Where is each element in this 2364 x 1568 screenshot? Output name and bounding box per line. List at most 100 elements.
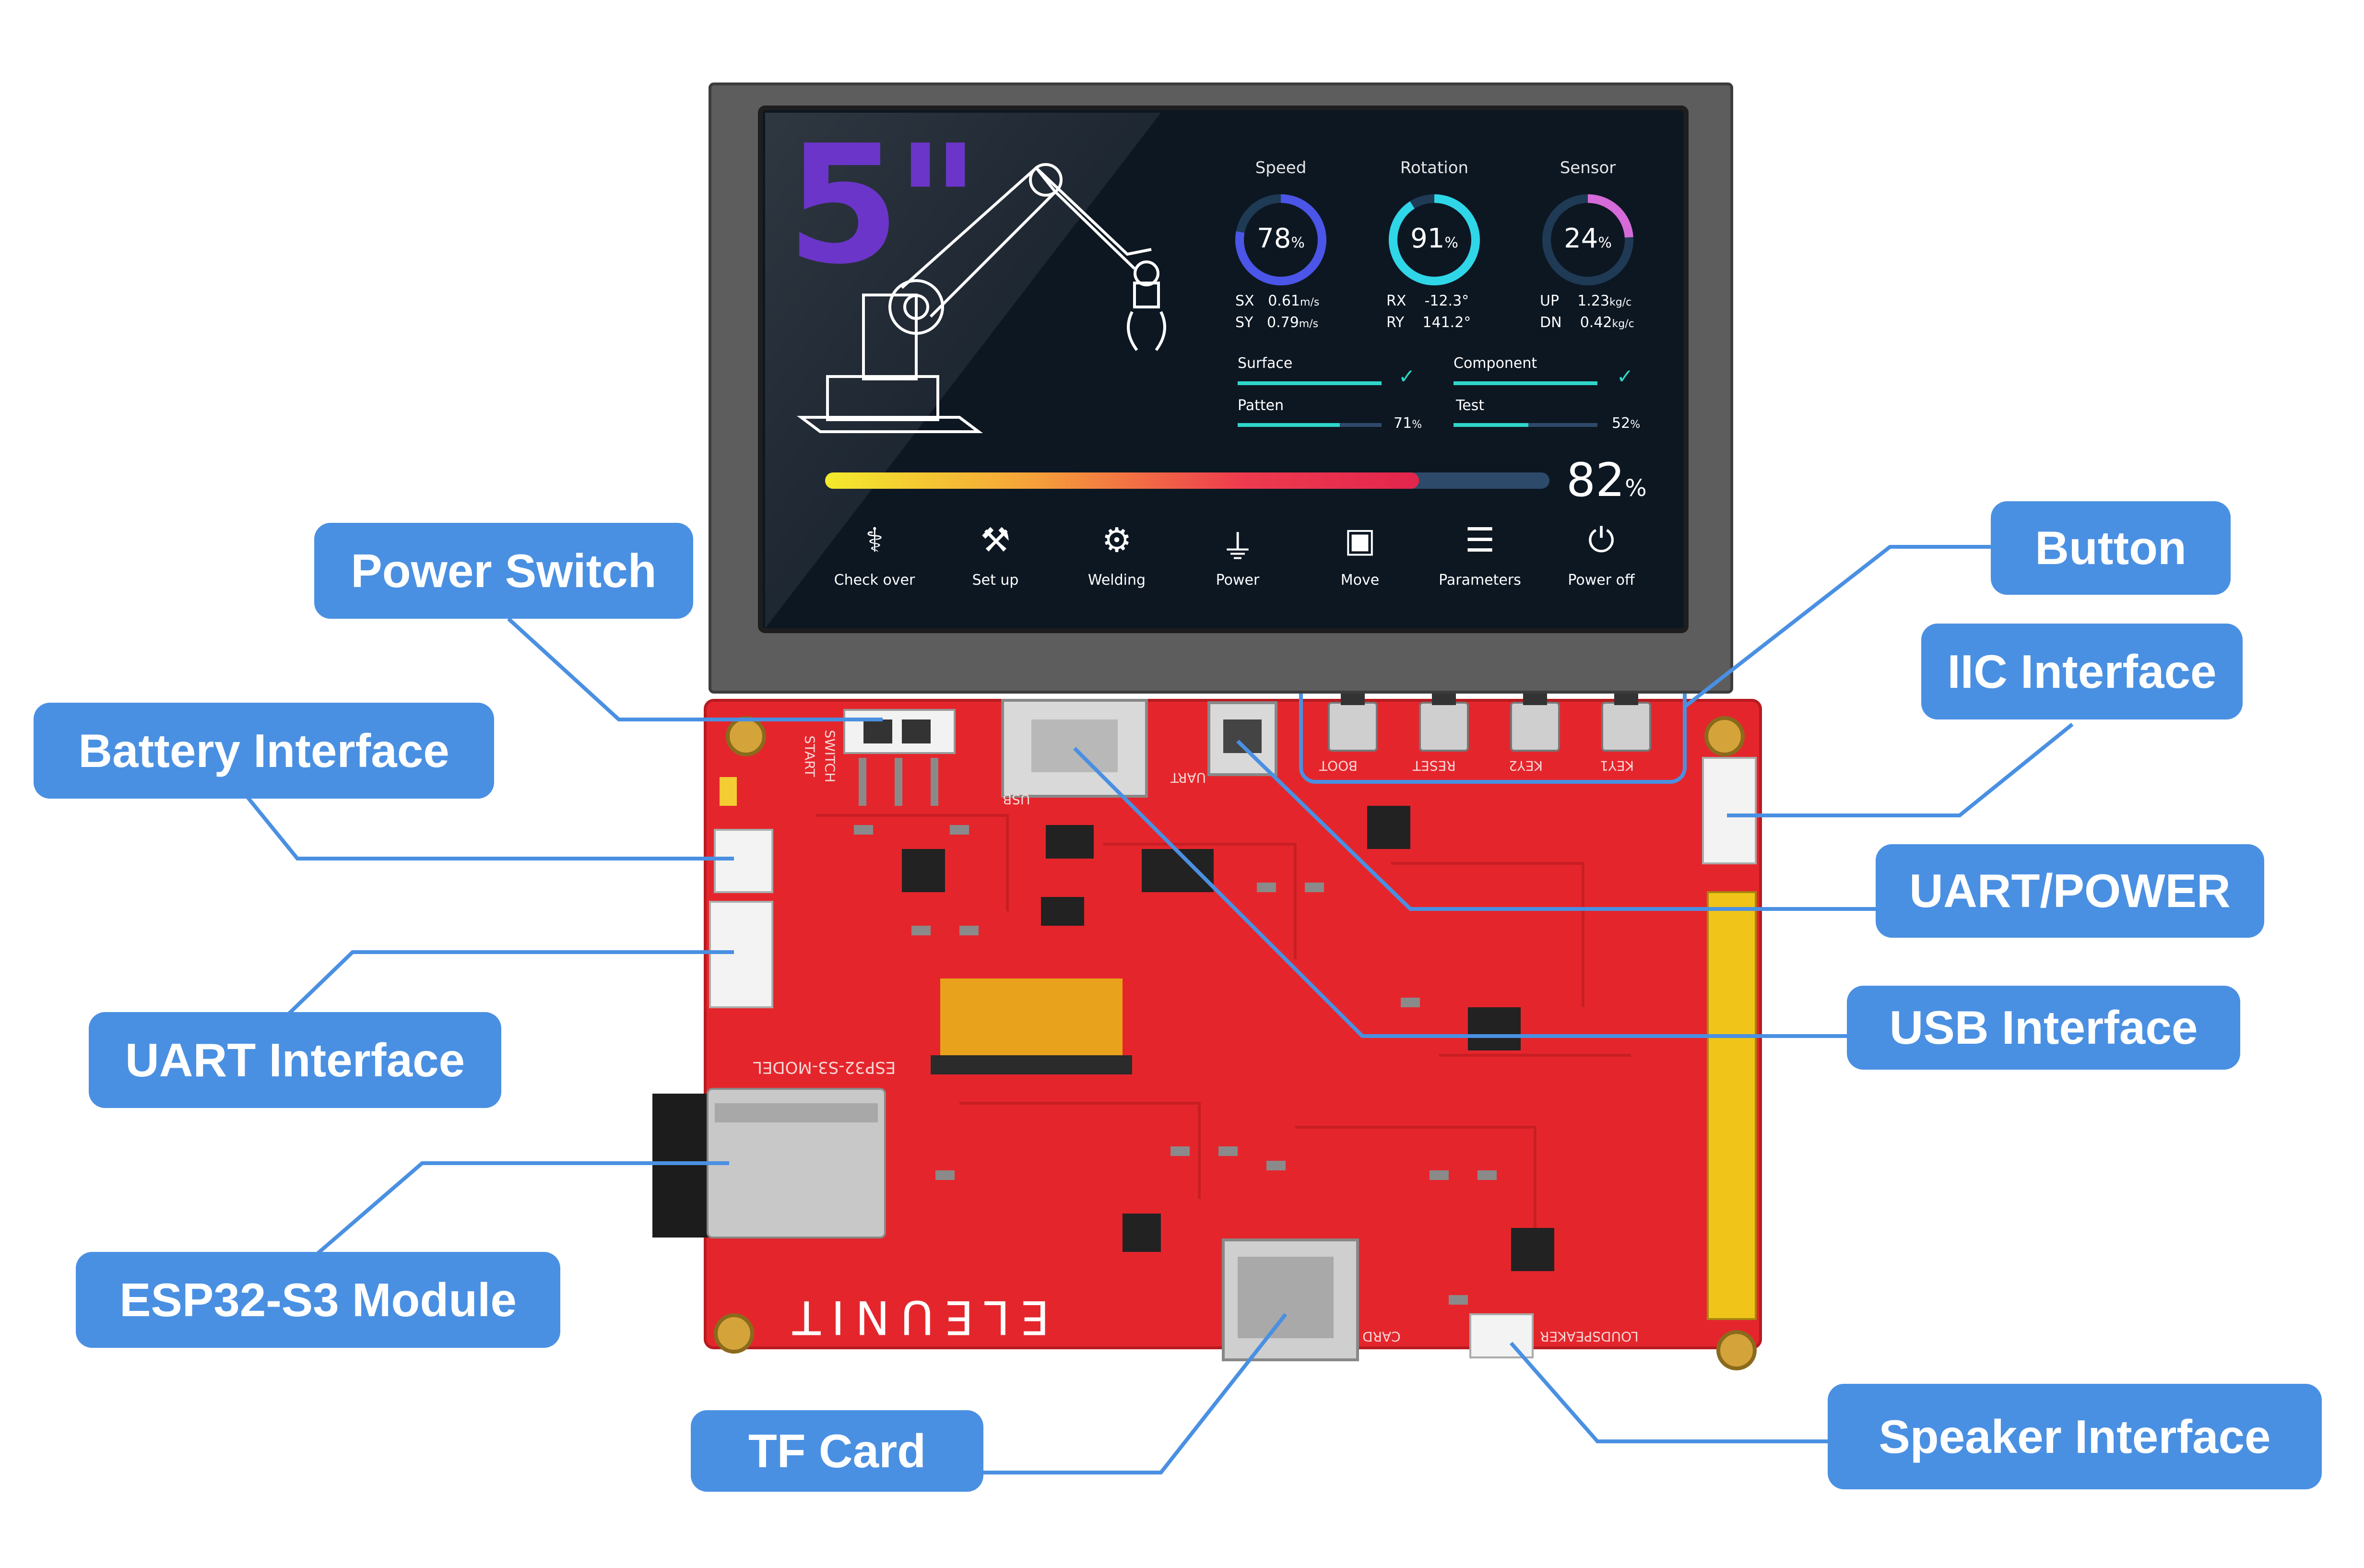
stat-dn-label: DN bbox=[1540, 314, 1562, 331]
progress-fill bbox=[1238, 423, 1340, 427]
tf-card-slot[interactable] bbox=[1222, 1238, 1359, 1361]
gauge-value: 78% bbox=[1242, 223, 1319, 254]
line-iic bbox=[1727, 722, 2074, 817]
stat-dn-unit: kg/c bbox=[1612, 318, 1634, 330]
pcb-traces bbox=[816, 814, 1631, 1247]
iic-connector[interactable] bbox=[1702, 757, 1757, 864]
line-tf-card bbox=[983, 1313, 1288, 1474]
stat-sx-label: SX bbox=[1235, 293, 1254, 309]
pin-header bbox=[1707, 891, 1757, 1320]
uart-power-port[interactable] bbox=[1207, 701, 1277, 776]
stat-ry: RY 141.2° bbox=[1386, 314, 1471, 331]
progress-surface-check-icon: ✓ bbox=[1398, 365, 1416, 388]
callout-power-switch: Power Switch bbox=[314, 523, 693, 619]
stat-up-label: UP bbox=[1540, 293, 1560, 309]
line-uart-power bbox=[1236, 740, 1885, 911]
progress-fill bbox=[1454, 423, 1528, 427]
stat-sy-label: SY bbox=[1235, 314, 1253, 331]
line-battery bbox=[233, 780, 734, 861]
callout-usb-interface: USB Interface bbox=[1847, 986, 2240, 1070]
silk-uart: UART bbox=[1170, 770, 1206, 786]
callout-speaker-interface: Speaker Interface bbox=[1828, 1384, 2322, 1489]
line-power-switch bbox=[507, 617, 883, 721]
menu-power[interactable]: Power bbox=[1216, 572, 1260, 589]
power-icon[interactable]: ⏻ bbox=[1588, 520, 1615, 560]
mounting-holes bbox=[714, 716, 1757, 1370]
battery-connector[interactable] bbox=[714, 777, 773, 893]
board-brand: ELEUNIT bbox=[782, 1290, 1050, 1344]
gauge-number: 24 bbox=[1564, 223, 1598, 254]
silk-start: START bbox=[802, 735, 818, 777]
menu-move[interactable]: Move bbox=[1340, 572, 1380, 589]
gauge-unit: % bbox=[1444, 235, 1458, 251]
fpc-connector bbox=[931, 1055, 1132, 1074]
silk-switch: SWITCH bbox=[822, 730, 838, 783]
progress-patten-value: 71% bbox=[1394, 415, 1422, 432]
line-speaker bbox=[1509, 1342, 1832, 1443]
gauge-arc bbox=[1542, 194, 1633, 285]
gauge-title: Sensor bbox=[1560, 158, 1616, 177]
line-button bbox=[1682, 545, 1991, 709]
callout-button: Button bbox=[1991, 501, 2231, 595]
stat-sx: SX 0.61m/s bbox=[1235, 293, 1319, 309]
gauge-value: 24% bbox=[1549, 223, 1626, 254]
stat-dn-value: 0.42 bbox=[1580, 314, 1612, 331]
power-switch[interactable] bbox=[843, 709, 956, 806]
box-icon[interactable]: ▣ bbox=[1344, 520, 1376, 560]
gauge-title: Speed bbox=[1255, 158, 1307, 177]
smd-components bbox=[854, 825, 1497, 1305]
menu-welding[interactable]: Welding bbox=[1087, 572, 1146, 589]
stat-sx-unit: m/s bbox=[1300, 296, 1320, 308]
callout-battery-interface: Battery Interface bbox=[34, 703, 494, 799]
progress-test-value: 52% bbox=[1612, 415, 1640, 432]
plug-icon[interactable]: ⏚ bbox=[1221, 528, 1254, 567]
stat-up: UP 1.23kg/c bbox=[1540, 293, 1631, 309]
callout-tf-card: TF Card bbox=[691, 1410, 983, 1492]
progress-fill bbox=[1454, 381, 1597, 385]
stat-sy-value: 0.79 bbox=[1266, 314, 1299, 331]
menu-parameters[interactable]: Parameters bbox=[1439, 572, 1521, 589]
menu-check-over[interactable]: Check over bbox=[834, 572, 915, 589]
progress-test-number: 52 bbox=[1612, 415, 1631, 432]
fpc-ribbon bbox=[940, 979, 1123, 1060]
stat-rx-value: -12.3° bbox=[1424, 293, 1469, 309]
gauge-arc bbox=[1389, 194, 1480, 285]
line-usb bbox=[1073, 747, 1852, 1038]
callout-uart-power: UART/POWER bbox=[1876, 844, 2264, 938]
ic-chips bbox=[902, 806, 1554, 1271]
tools-icon[interactable]: ⚒ bbox=[980, 520, 1011, 560]
gauge-value: 91% bbox=[1396, 223, 1473, 254]
stethoscope-icon[interactable]: ⚕ bbox=[865, 520, 884, 560]
gear-icon[interactable]: ⚙ bbox=[1101, 520, 1132, 560]
speaker-connector[interactable] bbox=[1469, 1313, 1534, 1358]
gauge-unit: % bbox=[1291, 235, 1305, 251]
gauge-arc bbox=[1235, 194, 1326, 285]
menu-power-off[interactable]: Power off bbox=[1568, 572, 1635, 589]
progress-test-label: Test bbox=[1456, 397, 1485, 414]
stat-up-unit: kg/c bbox=[1609, 296, 1632, 308]
progress-test-unit: % bbox=[1630, 419, 1641, 431]
connector-lines bbox=[233, 545, 2074, 1474]
line-uart bbox=[282, 950, 734, 1021]
progress-patten-number: 71 bbox=[1394, 415, 1412, 432]
callout-uart-interface: UART Interface bbox=[89, 1012, 501, 1108]
progress-component-label: Component bbox=[1454, 355, 1537, 372]
gauge-title: Rotation bbox=[1400, 158, 1469, 177]
progress-fill bbox=[1238, 381, 1382, 385]
screen-gloss bbox=[765, 113, 1161, 628]
callout-esp32-module: ESP32-S3 Module bbox=[76, 1252, 560, 1348]
stat-up-value: 1.23 bbox=[1577, 293, 1610, 309]
stat-ry-label: RY bbox=[1386, 314, 1405, 331]
list-icon[interactable]: ☰ bbox=[1465, 520, 1495, 560]
stat-sy-unit: m/s bbox=[1299, 318, 1319, 330]
progress-patten-label: Patten bbox=[1238, 397, 1284, 414]
menu-set-up[interactable]: Set up bbox=[972, 572, 1019, 589]
gauge-unit: % bbox=[1598, 235, 1612, 251]
silk-card: CARD bbox=[1362, 1329, 1401, 1344]
progress-component-check-icon: ✓ bbox=[1617, 365, 1634, 388]
callout-iic-interface: IIC Interface bbox=[1921, 624, 2243, 719]
uart-connector[interactable] bbox=[709, 901, 773, 1008]
stat-ry-value: 141.2° bbox=[1422, 314, 1471, 331]
